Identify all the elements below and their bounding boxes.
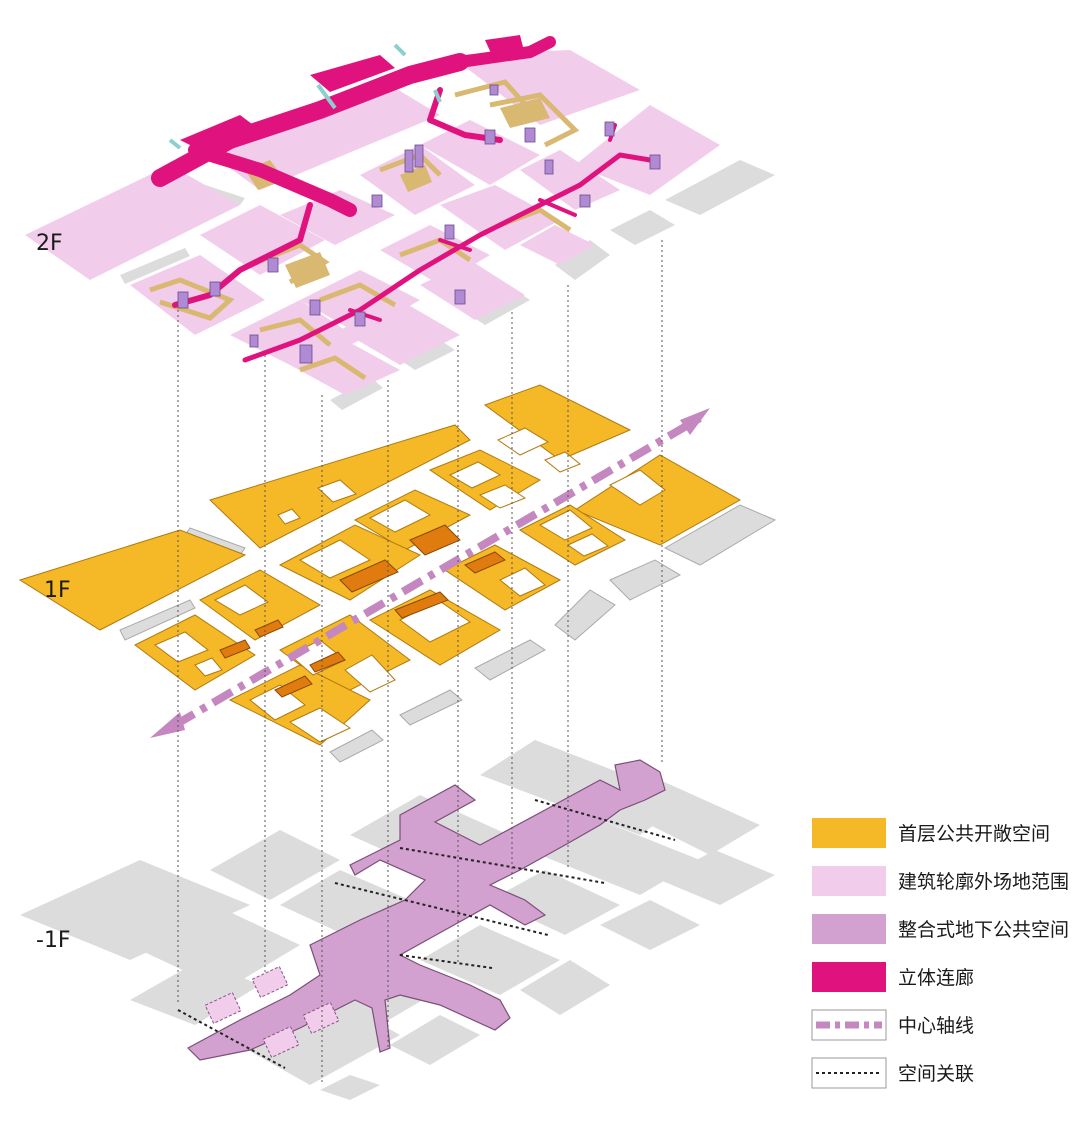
legend-label-building-outline: 建筑轮廓外场地范围 — [898, 871, 1069, 893]
legend-item-skybridge: 立体连廊 — [812, 962, 974, 992]
1f-courtyards — [154, 427, 666, 743]
2f-vertical-cores — [177, 84, 661, 364]
legend-swatch-skybridge — [812, 962, 886, 992]
legend-label-central-axis: 中心轴线 — [898, 1015, 974, 1037]
floor-label-b1: -1F — [36, 928, 71, 953]
b1-grey-blocks — [20, 740, 775, 1100]
b1-underground-public-space — [187, 759, 666, 1061]
2f-bridge-connectors — [168, 43, 442, 150]
legend-item-ground-public: 首层公共开敞空间 — [812, 818, 1050, 848]
legend-item-central-axis: 中心轴线 — [811, 1009, 974, 1041]
legend-swatch-ground-public — [812, 818, 886, 848]
legend-item-underground-public: 整合式地下公共空间 — [812, 914, 1069, 944]
legend-label-underground-public: 整合式地下公共空间 — [898, 919, 1069, 941]
b1-spatial-link-arrows — [177, 799, 676, 1069]
legend-swatch-underground-public — [812, 914, 886, 944]
legend: 首层公共开敞空间 建筑轮廓外场地范围 整合式地下公共空间 立体连廊 中心轴线 空… — [811, 818, 1069, 1089]
legend-label-skybridge: 立体连廊 — [898, 967, 974, 989]
legend-item-spatial-link: 空间关联 — [811, 1057, 974, 1089]
legend-label-spatial-link: 空间关联 — [898, 1063, 974, 1085]
1f-sunken-plazas — [219, 524, 506, 698]
floor-label-2f: 2F — [36, 231, 63, 256]
2f-skybridge-hubs — [180, 35, 525, 155]
vertical-projection-lines — [177, 240, 663, 1085]
legend-label-ground-public: 首层公共开敞空间 — [898, 823, 1050, 845]
legend-swatch-building-outline — [812, 866, 886, 896]
central-axis-line — [150, 408, 710, 738]
legend-item-building-outline: 建筑轮廓外场地范围 — [812, 866, 1069, 896]
floor-label-1f: 1F — [44, 578, 71, 603]
2f-building-outline-areas — [25, 50, 720, 395]
